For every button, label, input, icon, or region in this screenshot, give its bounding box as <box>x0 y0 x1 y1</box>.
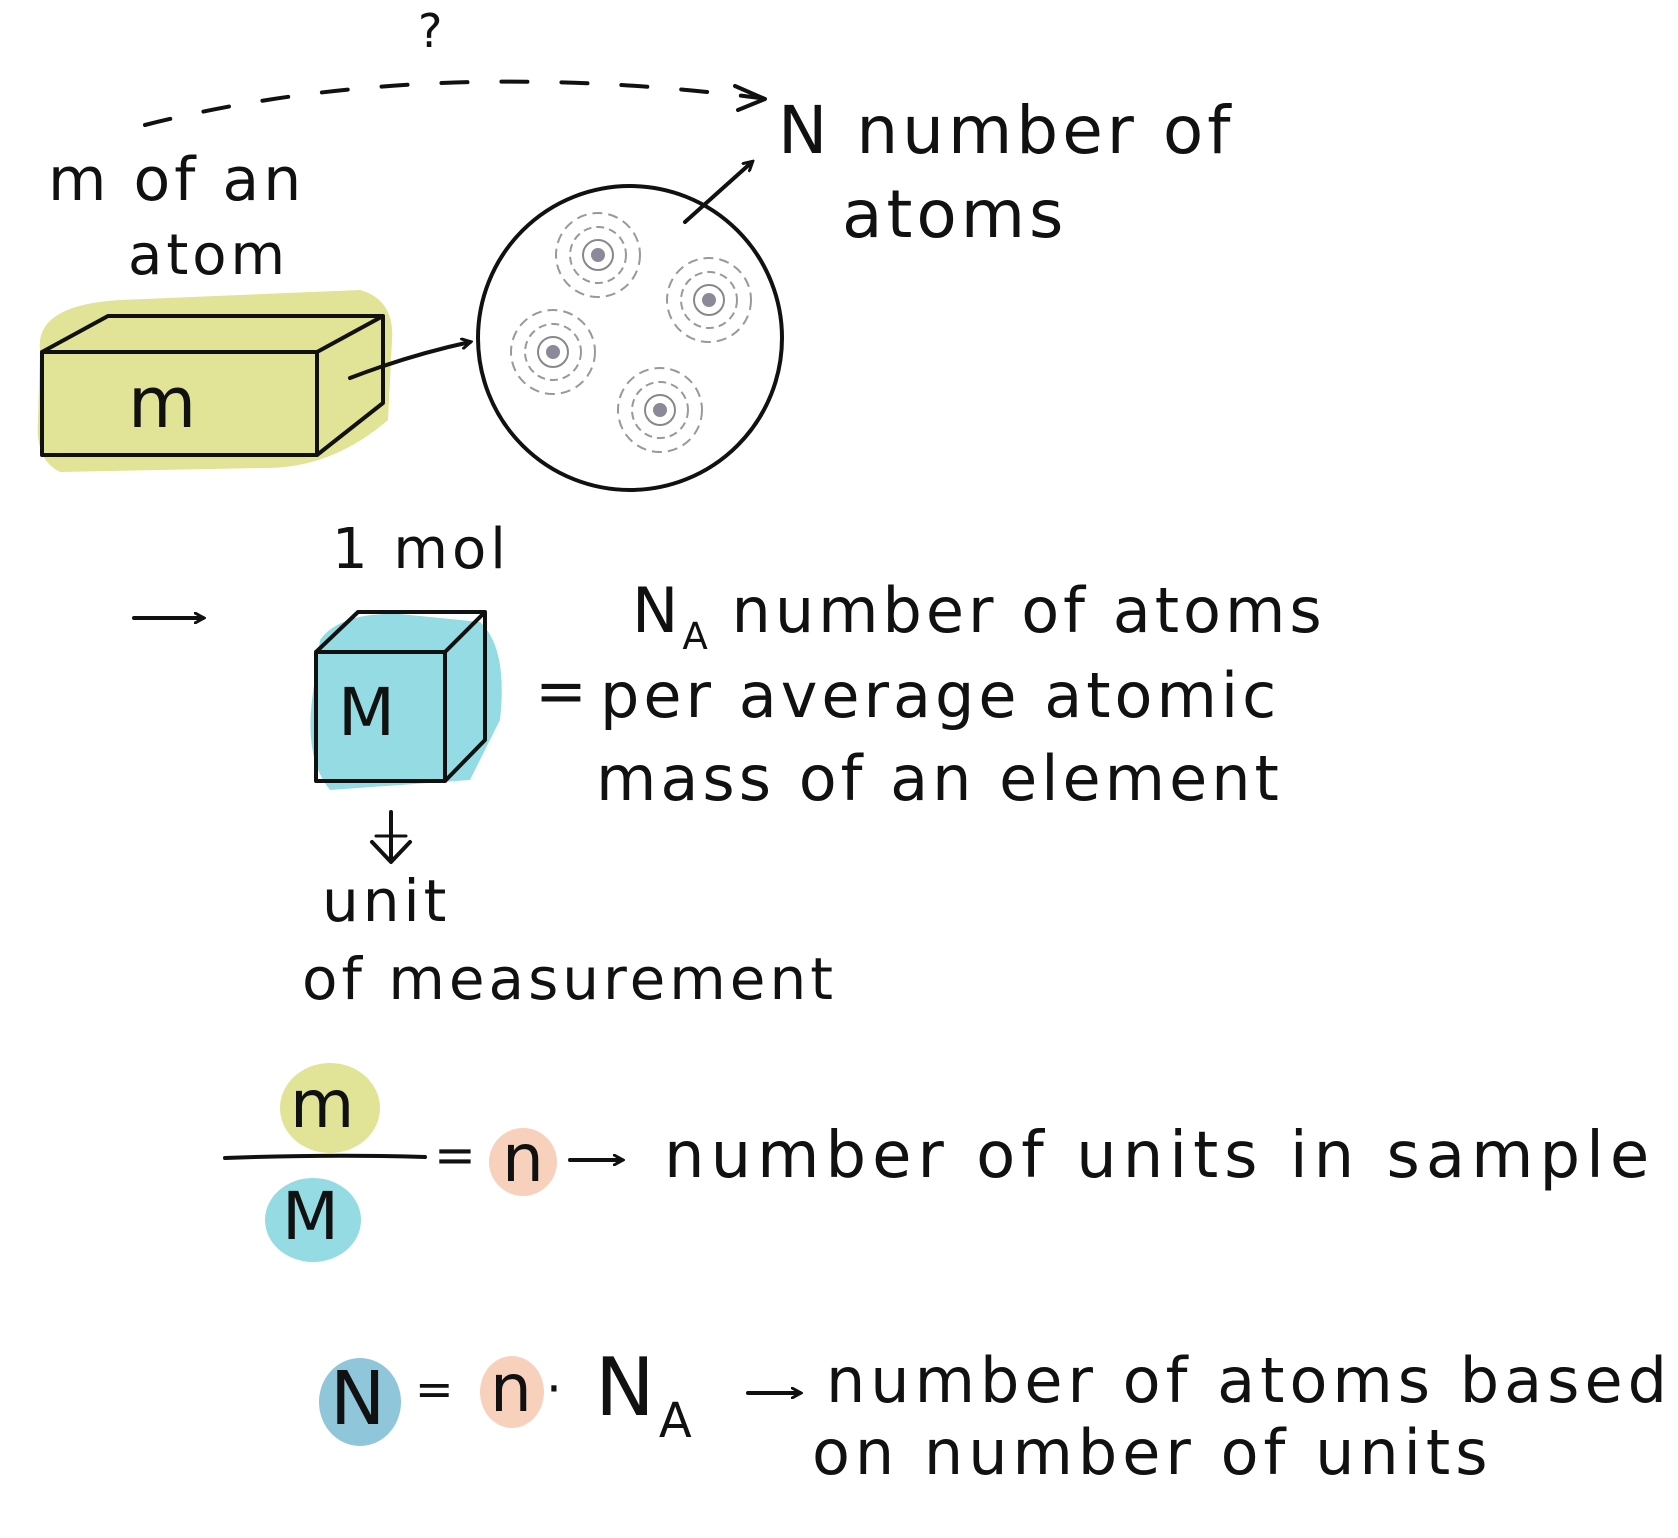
fraction-n: n <box>502 1120 548 1197</box>
m-of-an-atom-line2: atom <box>128 223 290 288</box>
NA-subscript: A <box>682 613 708 658</box>
atom-icon <box>510 309 596 395</box>
m-of-an-atom-line1: m of an <box>48 145 306 215</box>
N-number-of-atoms-line1: N number of <box>778 92 1235 169</box>
cube-to-unit-arrowhead <box>370 840 412 864</box>
eq2-NA: NA <box>595 1348 692 1445</box>
atom-icon <box>666 257 752 343</box>
unit-label-line1: unit <box>322 867 451 935</box>
one-mol-label: 1 mol <box>332 517 510 582</box>
NA-description-line1: NA number of atoms <box>632 580 1326 655</box>
fraction-equals: = <box>434 1126 480 1184</box>
mass-box-label: m <box>128 362 201 444</box>
question-mark: ? <box>418 4 447 58</box>
atom-icon <box>617 367 703 453</box>
unit-label-line2: of measurement <box>302 945 837 1013</box>
peach-highlight-n2 <box>480 1356 544 1428</box>
yellow-highlight-box <box>37 290 393 472</box>
fraction-result-text: number of units in sample <box>664 1119 1656 1193</box>
fraction-denominator: M <box>282 1178 343 1255</box>
yellow-highlight-m <box>280 1063 380 1153</box>
cyan-highlight-cube <box>310 613 502 790</box>
atoms-to-N-arrow <box>683 162 752 224</box>
NA-description-line3: mass of an element <box>596 742 1283 815</box>
peach-highlight-n <box>489 1128 557 1196</box>
molar-mass-cube-label: M <box>338 674 399 751</box>
eq2-equals: = <box>415 1362 458 1416</box>
equals-sign: = <box>535 654 591 727</box>
NA-symbol: N <box>632 574 683 647</box>
atom-icon <box>555 212 641 298</box>
fraction-bar <box>223 1153 427 1160</box>
dashed-arc-arrow <box>143 79 762 127</box>
N-number-of-atoms-line2: atoms <box>842 176 1068 253</box>
blue-highlight-N <box>319 1358 401 1446</box>
eq2-n: n <box>490 1350 536 1427</box>
molar-mass-cube <box>314 610 487 783</box>
eq2-result-line1: number of atoms based <box>826 1344 1672 1417</box>
eq2-NA-subscript: A <box>658 1392 692 1449</box>
NA-description-line2: per average atomic <box>600 659 1281 732</box>
eq2-NA-symbol: N <box>595 1341 659 1434</box>
cyan-highlight-M <box>265 1178 361 1262</box>
NA-description-text: number of atoms <box>707 574 1326 647</box>
eq2-dot: · <box>546 1360 566 1418</box>
box-to-atoms-arrow <box>348 342 470 380</box>
fraction-numerator: m <box>290 1066 359 1143</box>
eq2-N: N <box>330 1356 390 1442</box>
atoms-circle <box>476 184 784 492</box>
mass-box <box>40 314 385 457</box>
dashed-arc-arrowhead <box>733 84 767 112</box>
eq2-result-line2: on number of units <box>812 1416 1493 1489</box>
